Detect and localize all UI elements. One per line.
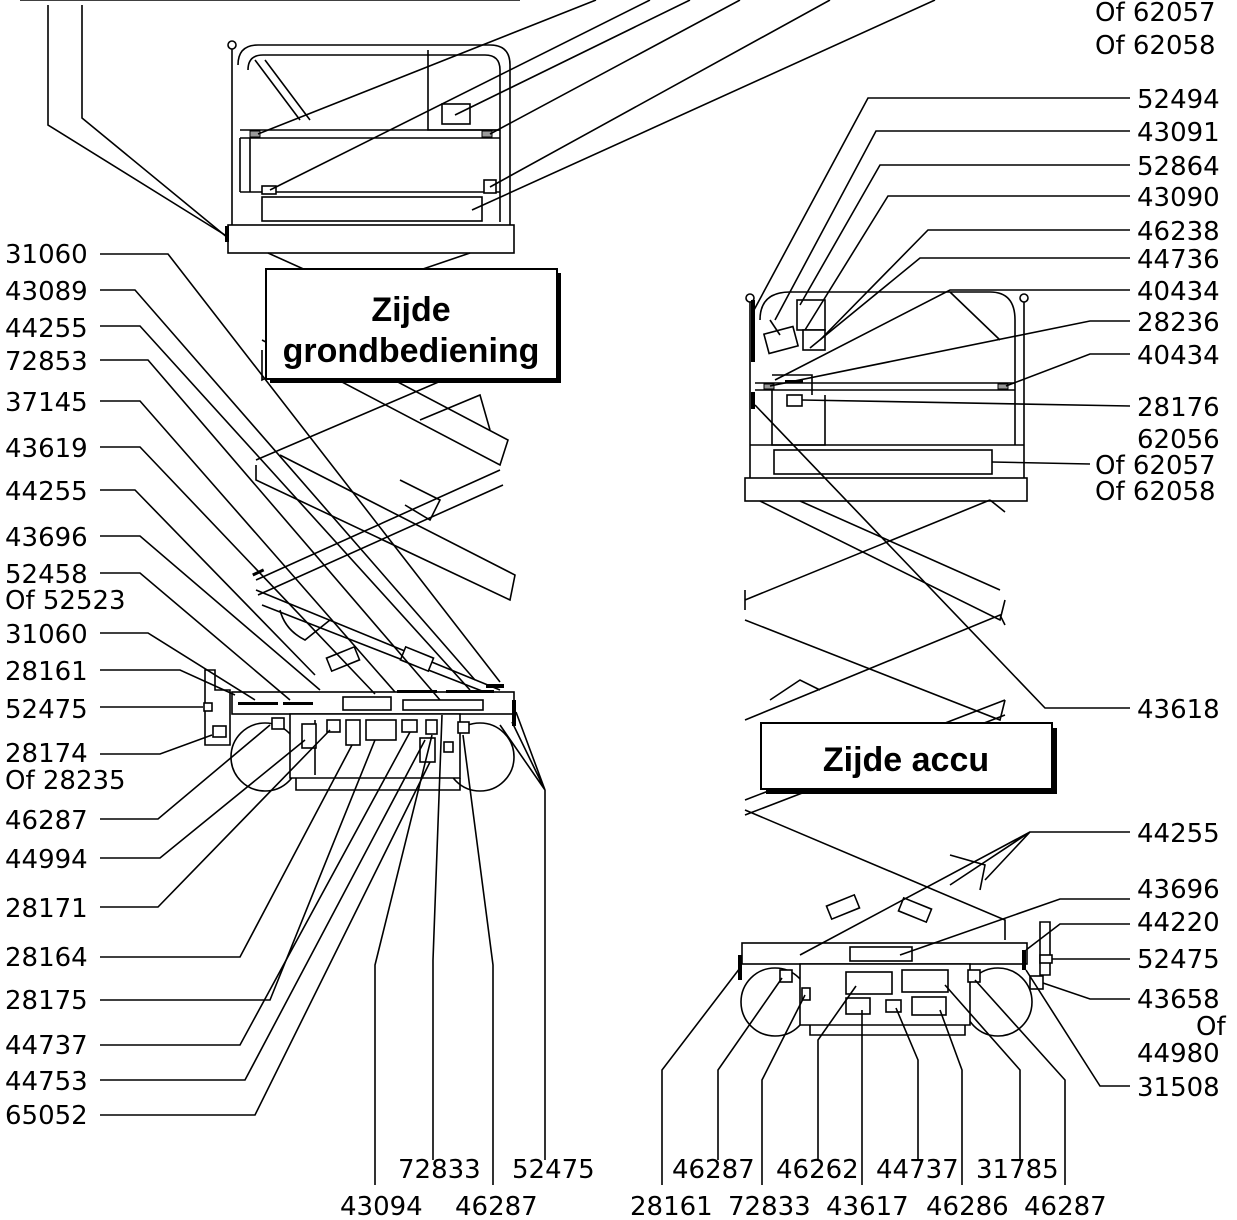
label: 65052 bbox=[5, 1101, 88, 1131]
label: 43617 bbox=[826, 1192, 909, 1220]
label: 43619 bbox=[5, 434, 88, 464]
label: Of 62057 bbox=[1095, 0, 1216, 28]
label: 46287 bbox=[5, 806, 88, 836]
label: 44255 bbox=[1137, 819, 1220, 849]
label: 37145 bbox=[5, 388, 88, 418]
label: Of bbox=[1196, 1012, 1226, 1042]
label: 43658 bbox=[1137, 985, 1220, 1015]
left-bottom-labels: 72833 52475 43094 46287 bbox=[340, 1155, 595, 1220]
label: 28164 bbox=[5, 943, 88, 973]
right-machine-drawing bbox=[738, 291, 1053, 1037]
label: 28161 bbox=[630, 1192, 713, 1220]
right-base-labels: 44255 43696 44220 52475 43658 Of 44980 3… bbox=[1137, 819, 1226, 1103]
left-leader-lines bbox=[100, 253, 546, 1185]
label: 52494 bbox=[1137, 85, 1220, 115]
label: 31785 bbox=[976, 1155, 1059, 1185]
label: 52475 bbox=[5, 695, 88, 725]
label: 46287 bbox=[455, 1192, 538, 1220]
label: 28176 bbox=[1137, 393, 1220, 423]
label: Of 28235 bbox=[5, 766, 126, 796]
label: Of 62058 bbox=[1095, 31, 1216, 61]
label: 72853 bbox=[5, 347, 88, 377]
left-labels: 31060 43089 44255 72853 37145 43619 4425… bbox=[5, 240, 126, 1131]
label: 46287 bbox=[672, 1155, 755, 1185]
label: 40434 bbox=[1137, 341, 1220, 371]
label: 40434 bbox=[1137, 277, 1220, 307]
label: 44736 bbox=[1137, 245, 1220, 275]
label: 31060 bbox=[5, 240, 88, 270]
label: 72833 bbox=[398, 1155, 481, 1185]
label: 52864 bbox=[1137, 152, 1220, 182]
label: Of 62058 bbox=[1095, 477, 1216, 507]
battery-side-title: Zijde accu bbox=[760, 722, 1057, 794]
label: 46287 bbox=[1024, 1192, 1107, 1220]
right-bottom-leader-lines bbox=[661, 967, 1066, 1185]
label: 72833 bbox=[728, 1192, 811, 1220]
label: Of 62057 bbox=[1095, 451, 1216, 481]
label: 46262 bbox=[776, 1155, 859, 1185]
label: 43090 bbox=[1137, 183, 1220, 213]
right-top-labels: Of 62057 Of 62058 52494 43091 52864 4309… bbox=[1095, 0, 1220, 725]
label: Of 52523 bbox=[5, 586, 126, 616]
title-battery-side: Zijde accu bbox=[823, 741, 989, 779]
title-line-1: Zijde bbox=[371, 291, 450, 329]
ground-control-side-title: Zijde grondbediening bbox=[265, 268, 561, 383]
label: 44255 bbox=[5, 314, 88, 344]
label: 44994 bbox=[5, 845, 88, 875]
label: 28161 bbox=[5, 657, 88, 687]
label: 31508 bbox=[1137, 1073, 1220, 1103]
right-bottom-labels: 46287 46262 44737 31785 28161 72833 4361… bbox=[630, 1155, 1107, 1220]
label: 44737 bbox=[5, 1031, 88, 1061]
label: 43696 bbox=[5, 523, 88, 553]
label: 28174 bbox=[5, 739, 88, 769]
label: 31060 bbox=[5, 620, 88, 650]
title-line-2: grondbediening bbox=[283, 332, 540, 370]
label: 43094 bbox=[340, 1192, 423, 1220]
label: 43091 bbox=[1137, 118, 1220, 148]
label: 62056 bbox=[1137, 425, 1220, 455]
label: 44737 bbox=[876, 1155, 959, 1185]
label: 52475 bbox=[512, 1155, 595, 1185]
label: 46286 bbox=[926, 1192, 1009, 1220]
label: 43618 bbox=[1137, 695, 1220, 725]
label: 52458 bbox=[5, 560, 88, 590]
right-leader-lines bbox=[753, 97, 1131, 1087]
label: 44255 bbox=[5, 477, 88, 507]
label: 52475 bbox=[1137, 945, 1220, 975]
label: 44753 bbox=[5, 1067, 88, 1097]
label: 43089 bbox=[5, 277, 88, 307]
label: 28236 bbox=[1137, 308, 1220, 338]
label: 28175 bbox=[5, 986, 88, 1016]
label: 44980 bbox=[1137, 1039, 1220, 1069]
label: 46238 bbox=[1137, 217, 1220, 247]
label: 44220 bbox=[1137, 908, 1220, 938]
label: 28171 bbox=[5, 894, 88, 924]
label: 43696 bbox=[1137, 875, 1220, 905]
